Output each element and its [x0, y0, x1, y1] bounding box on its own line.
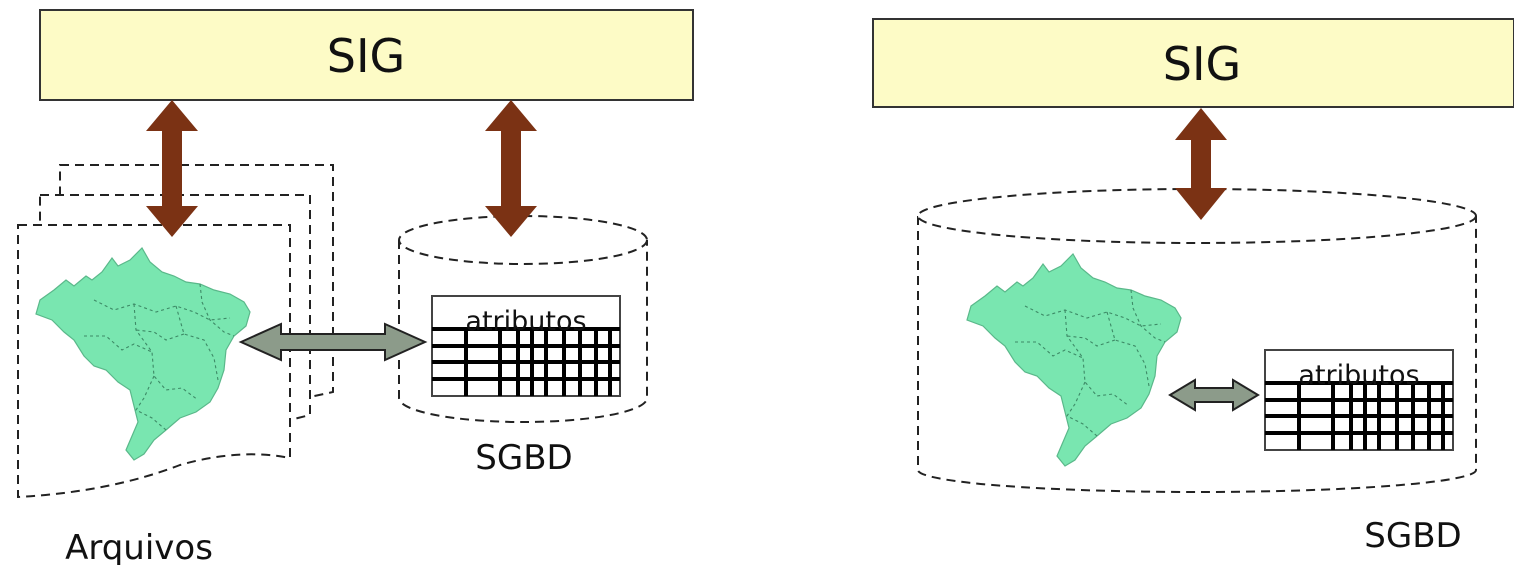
right-database-arrow	[1175, 108, 1227, 220]
left-database-label: SGBD	[475, 438, 572, 478]
left-sig-box	[39, 9, 694, 101]
left-sig-label: SIG	[327, 29, 405, 83]
left-diagram: SIG atributos SGBD Arquivos	[17, 9, 694, 565]
left-link-arrow	[238, 322, 428, 362]
left-file-arrow	[146, 100, 198, 237]
files-label: Arquivos	[65, 528, 213, 565]
right-sig-box	[872, 18, 1514, 108]
left-attribute-table: atributos	[430, 294, 622, 398]
left-attribute-table-label: atributos	[465, 306, 586, 337]
right-link-arrow	[1168, 378, 1260, 412]
left-database-arrow	[485, 100, 537, 237]
right-diagram: SIG atributos SGBD	[872, 18, 1514, 556]
right-database-label: SGBD	[1364, 516, 1461, 556]
right-attribute-table-label: atributos	[1298, 360, 1419, 391]
right-attribute-table: atributos	[1263, 348, 1455, 452]
right-sig-label: SIG	[1163, 37, 1241, 91]
